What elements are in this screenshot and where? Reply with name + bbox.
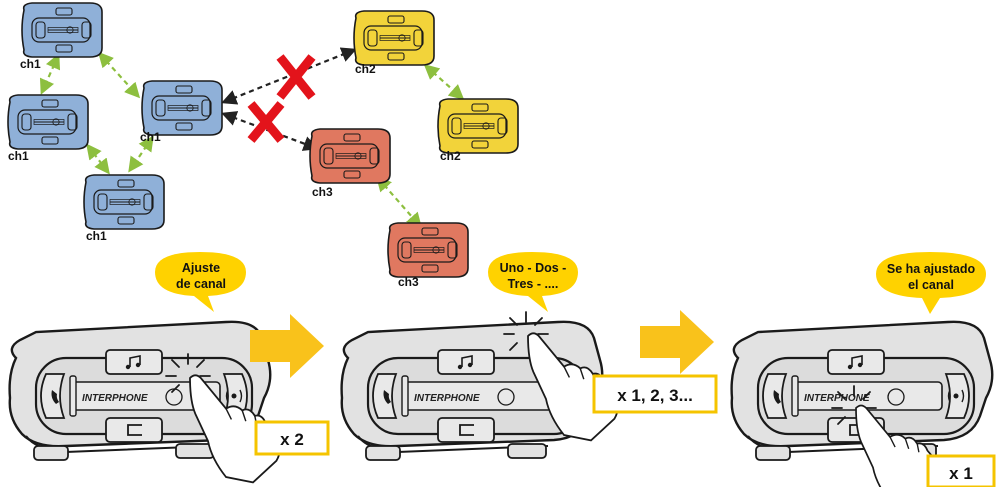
speech-bubble: Ajuste de canal bbox=[155, 252, 246, 312]
bubble-line-2: Tres - .... bbox=[508, 277, 559, 291]
link-u2-u4 bbox=[86, 143, 110, 175]
press-count-box: x 1 bbox=[926, 454, 996, 487]
step-2: Uno - Dos - Tres - .... x 1, 2, 3... bbox=[340, 252, 718, 462]
bubble-line-2: de canal bbox=[176, 277, 226, 291]
unit-u5: ch2 bbox=[353, 10, 435, 76]
unit-u6: ch2 bbox=[437, 98, 519, 163]
press-count-label: x 2 bbox=[280, 430, 304, 449]
step-3: Se ha ajustado el canal x 1 bbox=[730, 252, 996, 487]
press-count-label: x 1 bbox=[949, 464, 973, 483]
press-count-label: x 1, 2, 3... bbox=[617, 386, 693, 405]
speech-bubble: Uno - Dos - Tres - .... bbox=[488, 252, 578, 312]
bubble-line-2: el canal bbox=[908, 278, 954, 292]
link-u1-u3 bbox=[97, 51, 141, 99]
unit-label: ch3 bbox=[312, 185, 333, 199]
unit-label: ch1 bbox=[8, 149, 29, 163]
unit-label: ch2 bbox=[440, 149, 461, 163]
unit-u4: ch1 bbox=[83, 174, 165, 243]
step-1: Ajuste de canal x 2 bbox=[8, 252, 330, 484]
step-arrow-2 bbox=[640, 310, 714, 374]
unit-u3: ch1 bbox=[140, 80, 223, 144]
unit-label: ch3 bbox=[398, 275, 419, 289]
press-count-box: x 1, 2, 3... bbox=[592, 374, 718, 414]
step-arrow-1 bbox=[250, 314, 324, 378]
link-u5-u6 bbox=[423, 63, 465, 101]
unit-u1: ch1 bbox=[20, 2, 103, 71]
unit-label: ch2 bbox=[355, 62, 376, 76]
unit-label: ch1 bbox=[140, 130, 161, 144]
bubble-line-1: Se ha ajustado bbox=[887, 262, 976, 276]
unit-u2: ch1 bbox=[7, 94, 89, 163]
unit-label: ch1 bbox=[86, 229, 107, 243]
press-count-box: x 2 bbox=[254, 420, 330, 456]
bubble-line-1: Uno - Dos - bbox=[500, 261, 567, 275]
link-u3-u4 bbox=[128, 135, 154, 173]
unit-u7: ch3 bbox=[309, 128, 391, 199]
bubble-line-1: Ajuste bbox=[182, 261, 220, 275]
unit-label: ch1 bbox=[20, 57, 41, 71]
blocked-cross-2 bbox=[247, 101, 285, 143]
link-u7-u8 bbox=[375, 175, 423, 229]
link-u1-u2 bbox=[39, 53, 61, 95]
speech-bubble: Se ha ajustado el canal bbox=[876, 252, 986, 314]
blocked-cross-1 bbox=[276, 54, 316, 100]
link-u3-u5-blocked bbox=[221, 47, 357, 105]
unit-u8: ch3 bbox=[387, 222, 469, 289]
